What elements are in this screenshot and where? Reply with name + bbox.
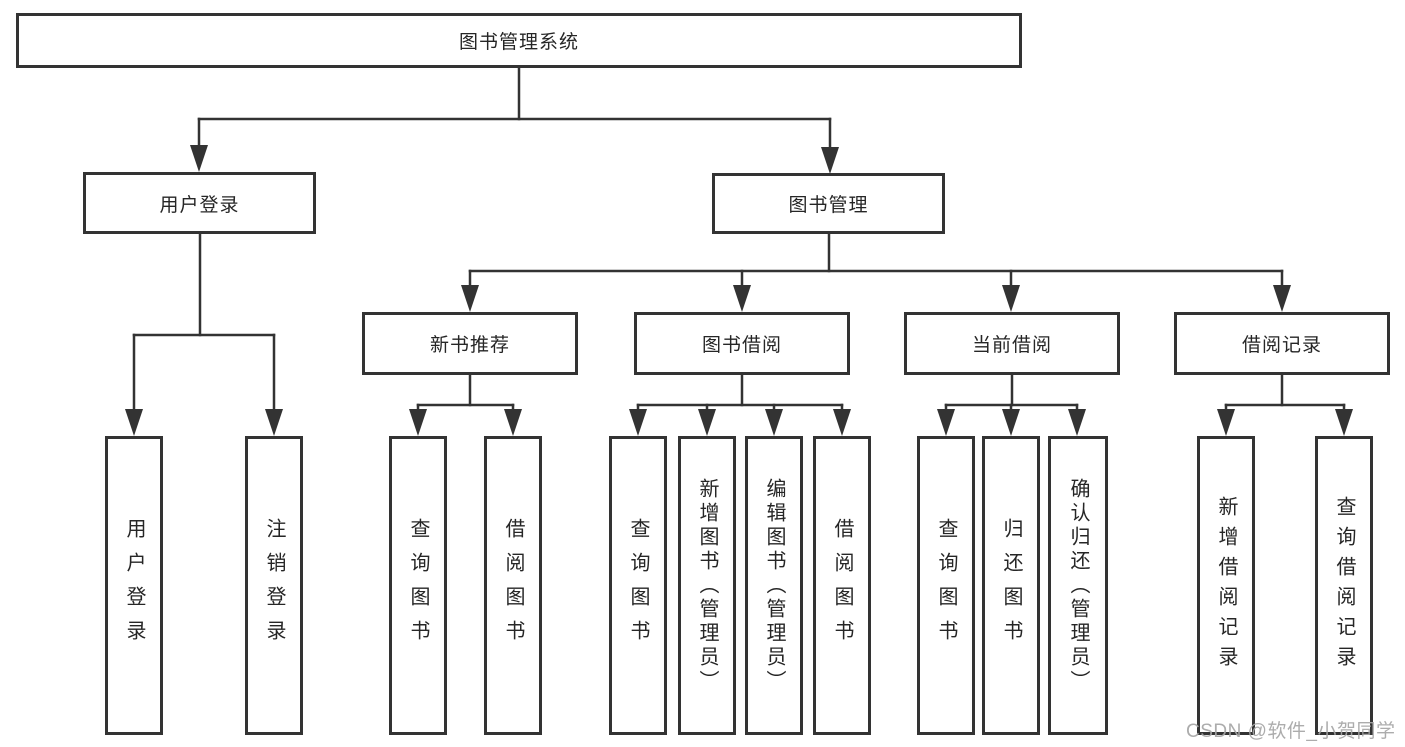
node-current-borrowing-label: 当前借阅 (971, 335, 1052, 356)
node-borrow-records-label: 借阅记录 (1241, 335, 1322, 356)
node-borrow-records: 借阅记录 (1174, 312, 1390, 375)
node-book-management-label: 图书管理 (788, 195, 869, 216)
leaf-add-books-admin-label: 新增图书（管理员） (696, 477, 718, 694)
node-new-book-recommend: 新书推荐 (362, 312, 578, 375)
arrowhead-cb3 (1068, 409, 1086, 436)
arrowhead-rc2 (1335, 409, 1353, 436)
node-book-borrowing-label: 图书借阅 (701, 335, 782, 356)
csdn-watermark: CSDN @软件_小贺同学 (1186, 721, 1396, 742)
leaf-borrow-books-borrowing-label: 借阅图书 (831, 517, 853, 654)
arrowhead-leaf-login (125, 409, 143, 436)
arrowhead-borrow (733, 285, 751, 312)
node-current-borrowing: 当前借阅 (904, 312, 1120, 375)
arrowhead-newbook (461, 285, 479, 312)
leaf-logout-label: 注销登录 (263, 517, 285, 654)
node-book-borrowing: 图书借阅 (634, 312, 850, 375)
leaf-user-login: 用户登录 (105, 436, 163, 735)
node-new-book-recommend-label: 新书推荐 (429, 335, 510, 356)
leaf-query-books-recommend: 查询图书 (389, 436, 447, 735)
arrowhead-bw4 (833, 409, 851, 436)
arrowhead-nb2 (504, 409, 522, 436)
arrowhead-cb2 (1002, 409, 1020, 436)
leaf-add-books-admin: 新增图书（管理员） (678, 436, 736, 735)
leaf-query-borrow-record: 查询借阅记录 (1315, 436, 1373, 735)
leaf-query-books-current: 查询图书 (917, 436, 975, 735)
leaf-user-login-label: 用户登录 (123, 517, 145, 654)
arrowhead-records (1273, 285, 1291, 312)
arrowhead-user-login (190, 145, 208, 172)
leaf-borrow-books-borrowing: 借阅图书 (813, 436, 871, 735)
leaf-query-books-borrowing-label: 查询图书 (627, 517, 649, 654)
leaf-query-books-recommend-label: 查询图书 (407, 517, 429, 654)
leaf-edit-books-admin-label: 编辑图书（管理员） (763, 477, 785, 694)
leaf-edit-books-admin: 编辑图书（管理员） (745, 436, 803, 735)
arrowhead-cb1 (937, 409, 955, 436)
node-user-login-label: 用户登录 (159, 194, 240, 216)
leaf-confirm-return-admin-label: 确认归还（管理员） (1067, 477, 1089, 694)
leaf-query-borrow-record-label: 查询借阅记录 (1333, 495, 1355, 676)
arrowhead-rc1 (1217, 409, 1235, 436)
leaf-add-borrow-record-label: 新增借阅记录 (1215, 495, 1237, 676)
node-root-library-system: 图书管理系统 (16, 13, 1022, 68)
arrowhead-bw2 (698, 409, 716, 436)
arrowhead-bw3 (765, 409, 783, 436)
arrowhead-current (1002, 285, 1020, 312)
leaf-query-books-current-label: 查询图书 (935, 517, 957, 654)
arrowhead-nb1 (409, 409, 427, 436)
leaf-add-borrow-record: 新增借阅记录 (1197, 436, 1255, 735)
node-book-management: 图书管理 (712, 173, 945, 234)
leaf-borrow-books-recommend-label: 借阅图书 (502, 517, 524, 654)
node-root-label: 图书管理系统 (458, 32, 579, 53)
leaf-borrow-books-recommend: 借阅图书 (484, 436, 542, 735)
node-user-login: 用户登录 (83, 172, 316, 234)
arrowhead-bw1 (629, 409, 647, 436)
leaf-return-books-label: 归还图书 (1000, 517, 1022, 654)
leaf-return-books: 归还图书 (982, 436, 1040, 735)
leaf-query-books-borrowing: 查询图书 (609, 436, 667, 735)
leaf-confirm-return-admin: 确认归还（管理员） (1048, 436, 1108, 735)
arrowhead-book-mgmt (821, 147, 839, 174)
leaf-logout: 注销登录 (245, 436, 303, 735)
arrowhead-leaf-logout (265, 409, 283, 436)
